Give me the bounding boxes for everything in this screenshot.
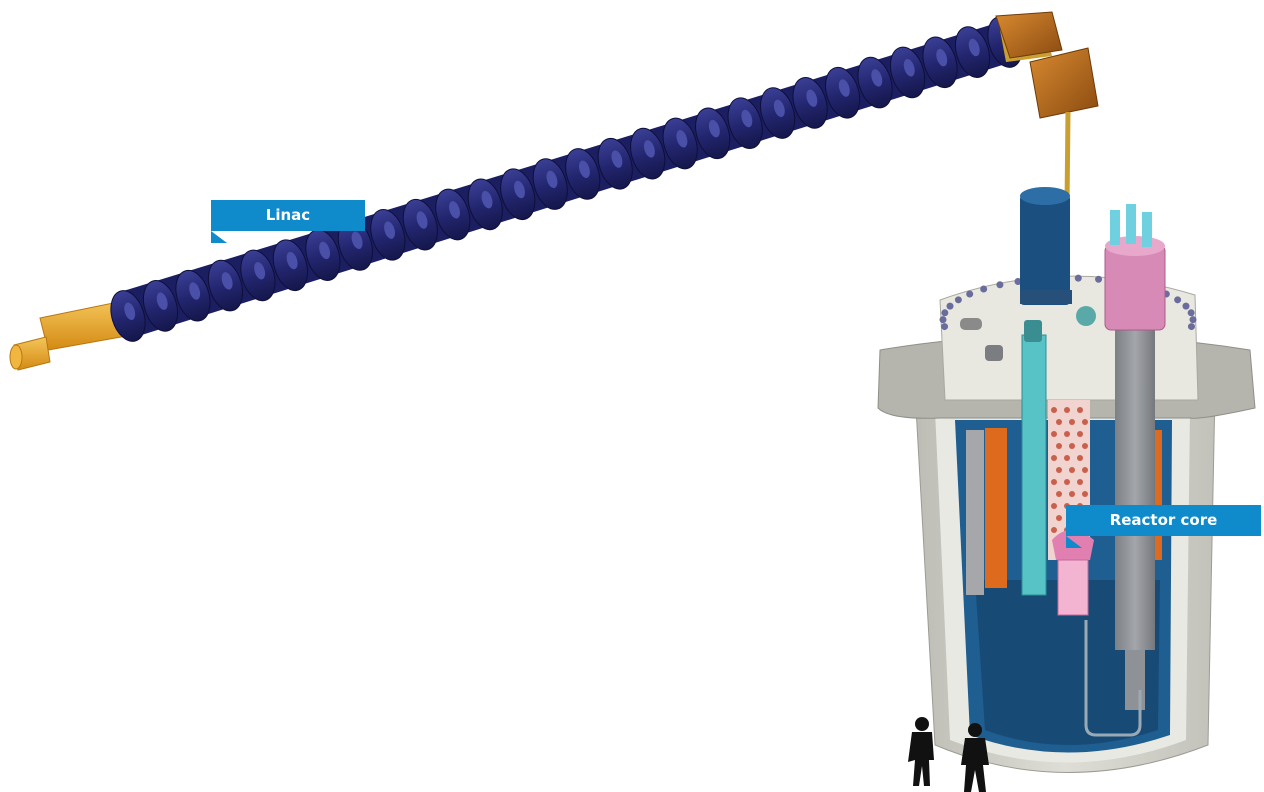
fuel-pellet [1064, 455, 1070, 461]
fuel-pellet [1051, 503, 1057, 509]
fuel-pellet [1051, 431, 1057, 437]
lid-bolt [940, 316, 947, 323]
fuel-pellet [1077, 479, 1083, 485]
fuel-pellet [1064, 407, 1070, 413]
fuel-pellet [1077, 431, 1083, 437]
reactor-core-label: Reactor core [1066, 505, 1261, 536]
lid-bolt [996, 281, 1003, 288]
fuel-pellet [1069, 443, 1075, 449]
linac-label-tail [211, 231, 227, 243]
fuel-pellet [1064, 431, 1070, 437]
lid-bolt [1188, 323, 1195, 330]
lid-bolt [1189, 316, 1196, 323]
fuel-pellet [1056, 443, 1062, 449]
lid-bolt [1188, 309, 1195, 316]
fuel-pellet [1056, 467, 1062, 473]
fuel-pellet [1077, 455, 1083, 461]
lid-bolt [941, 309, 948, 316]
fuel-pellet [1051, 455, 1057, 461]
fuel-pellet [1082, 491, 1088, 497]
lid-bolt [1075, 275, 1082, 282]
fuel-pellet [1056, 419, 1062, 425]
lid-bolt [941, 323, 948, 330]
fuel-pellet [1069, 491, 1075, 497]
fuel-pellet [1082, 419, 1088, 425]
lid-bolt [1182, 303, 1189, 310]
fuel-pellet [1056, 491, 1062, 497]
fuel-pellet [1069, 419, 1075, 425]
pump-canister [1020, 195, 1070, 305]
control-column [1115, 290, 1155, 650]
reactor-core-label-tail [1066, 536, 1082, 548]
lid-bolt [955, 296, 962, 303]
linac-label: Linac [211, 200, 365, 231]
linac [10, 12, 1028, 370]
fuel-pellet [1077, 407, 1083, 413]
linac-label-text: Linac [266, 206, 310, 224]
fuel-pellet [1056, 515, 1062, 521]
lid-bolt [1095, 276, 1102, 283]
fuel-pellet [1051, 527, 1057, 533]
lid-bolt [947, 303, 954, 310]
bending-magnet-2 [1030, 48, 1098, 118]
person-silhouette-icon [908, 717, 934, 786]
fuel-pellet [1082, 443, 1088, 449]
fuel-pellet [1064, 479, 1070, 485]
fuel-pellet [1069, 467, 1075, 473]
lid-bolt [966, 291, 973, 298]
reactor-core-label-text: Reactor core [1110, 511, 1218, 529]
fuel-pellet [1051, 479, 1057, 485]
fuel-pellet [1051, 407, 1057, 413]
fuel-pellet [1082, 467, 1088, 473]
lid-bolt [980, 285, 987, 292]
reactor [878, 187, 1255, 773]
lid-bolt [1174, 296, 1181, 303]
